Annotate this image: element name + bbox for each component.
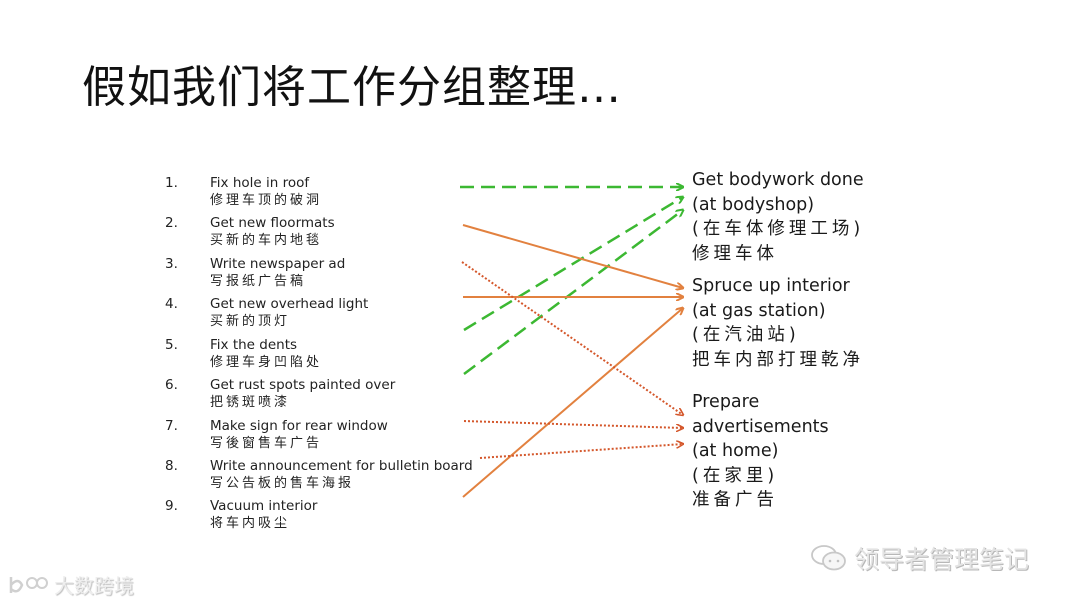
task-number: 1.	[165, 175, 178, 191]
watermark-left-text: 大数跨境	[54, 574, 134, 598]
group-bodywork: Get bodywork done (at bodyshop) (在车体修理工场…	[692, 168, 864, 266]
task-number: 2.	[165, 215, 178, 231]
group-location: (at gas station)	[692, 300, 826, 321]
task-chinese: 写报纸广告稿	[210, 274, 307, 289]
task-english: Get rust spots painted over	[210, 377, 396, 393]
group-interior: Spruce up interior (at gas station) (在汽油…	[692, 274, 864, 372]
group-heading: Get bodywork done	[692, 170, 864, 190]
task-chinese: 写公告板的售车海报	[210, 476, 355, 491]
task-chinese: 修理车顶的破洞	[210, 193, 323, 208]
task-number: 8.	[165, 458, 178, 474]
task-english: Get new floormats	[210, 215, 335, 231]
page-title: 假如我们将工作分组整理…	[82, 62, 622, 113]
wechat-icon	[811, 545, 846, 571]
task-chinese: 把锈斑喷漆	[210, 395, 291, 410]
arrow-task9-interior	[462, 308, 683, 498]
group-heading-zh: 修理车体	[692, 243, 778, 264]
watermark-logo: 大数跨境	[8, 570, 134, 599]
group-advertisements: Prepare advertisements (at home) (在家里) 准…	[692, 390, 829, 513]
task-number: 4.	[165, 296, 178, 312]
task-english: Get new overhead light	[210, 296, 369, 312]
group-heading: Prepare	[692, 392, 760, 412]
group-heading: Spruce up interior	[692, 276, 850, 296]
task-number: 3.	[165, 256, 178, 272]
group-location: (at home)	[692, 441, 779, 461]
task-english: Make sign for rear window	[210, 418, 388, 434]
group-location-zh: (在家里)	[692, 465, 779, 486]
arrow-task2-interior	[462, 224, 683, 288]
watermark-right-text: 领导者管理笔记	[854, 545, 1030, 574]
arrow-task5-bodywork	[463, 197, 683, 332]
watermark-wechat: 领导者管理笔记	[810, 540, 1029, 576]
task-chinese: 将车内吸尘	[210, 516, 291, 531]
task-english: Fix the dents	[210, 337, 298, 353]
task-number: 6.	[165, 377, 178, 393]
task-chinese: 买新的顶灯	[210, 314, 291, 329]
task-english: Write newspaper ad	[210, 256, 346, 272]
logo-icon	[9, 576, 48, 593]
task-english: Write announcement for bulletin board	[210, 458, 473, 474]
task-chinese: 写後窗售车广告	[210, 436, 323, 451]
group-heading-zh: 准备广告	[692, 490, 778, 510]
task-english: Vacuum interior	[210, 498, 318, 514]
task-english: Fix hole in roof	[210, 175, 310, 191]
group-location: (at bodyshop)	[692, 194, 815, 215]
arrow-task7-ads	[463, 420, 683, 428]
task-number: 7.	[165, 418, 178, 434]
group-location-zh: (在车体修理工场)	[692, 219, 865, 239]
arrow-task3-ads	[461, 261, 683, 415]
arrow-task6-bodywork	[463, 210, 683, 376]
task-chinese: 买新的车内地毯	[210, 233, 323, 248]
task-number: 9.	[165, 498, 178, 514]
arrow-task8-ads	[479, 444, 683, 459]
group-heading-cont: advertisements	[692, 416, 829, 437]
task-chinese: 修理车身凹陷处	[210, 355, 323, 370]
group-heading-zh: 把车内部打理乾净	[692, 349, 864, 370]
task-number: 5.	[165, 337, 178, 353]
group-location-zh: (在汽油站)	[692, 325, 800, 345]
